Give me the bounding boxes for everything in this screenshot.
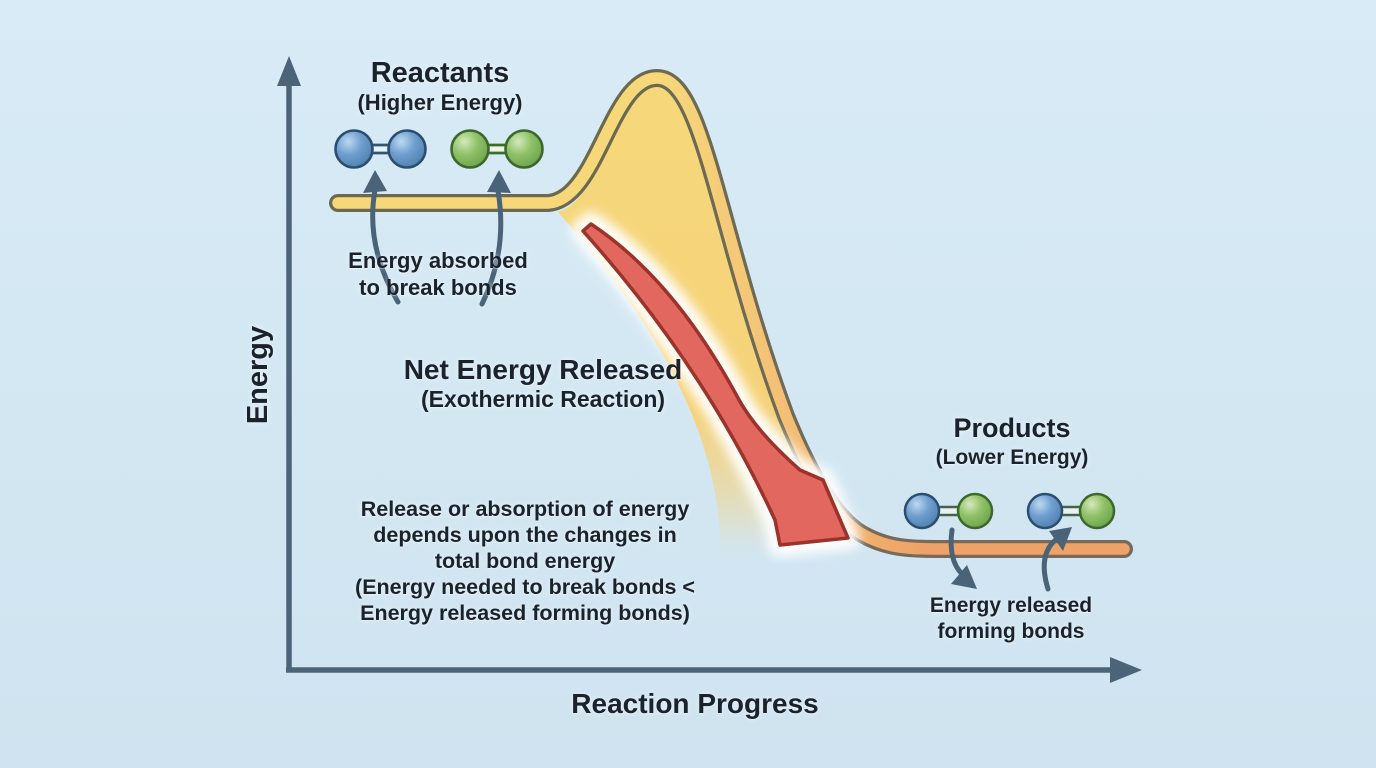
y-axis-label: Energy bbox=[241, 325, 274, 425]
bond-break-arrow-right bbox=[479, 170, 511, 307]
energy-curve-core bbox=[332, 72, 1130, 555]
y-axis bbox=[277, 56, 301, 670]
products-subtitle: (Lower Energy) bbox=[935, 446, 1089, 469]
bond-break-arrow-left bbox=[363, 170, 401, 305]
bond-form-arrow-down bbox=[948, 527, 977, 589]
arrow-up-icon bbox=[1049, 527, 1072, 551]
arrow-down-icon bbox=[951, 565, 977, 589]
explanation-text: Release or absorption of energy depends … bbox=[355, 497, 695, 625]
x-axis-arrow-icon bbox=[1110, 657, 1142, 683]
products-title: Products bbox=[953, 413, 1071, 443]
product-molecule-2 bbox=[1026, 492, 1116, 530]
energy-released-label: Energy released forming bonds bbox=[929, 594, 1093, 643]
energy-absorbed-label: Energy absorbed to break bonds bbox=[348, 248, 528, 300]
x-axis-label: Reaction Progress bbox=[571, 688, 819, 719]
reactant-molecule-blue bbox=[334, 129, 427, 169]
net-energy-subtitle: (Exothermic Reaction) bbox=[420, 386, 666, 412]
arrow-up-icon bbox=[363, 170, 387, 193]
reactants-title: Reactants bbox=[370, 57, 510, 89]
bond-form-arrow-up bbox=[1041, 527, 1072, 592]
y-axis-arrow-icon bbox=[277, 56, 301, 86]
arrow-up-icon bbox=[487, 170, 511, 193]
x-axis bbox=[286, 657, 1142, 683]
product-molecule-1 bbox=[903, 492, 994, 530]
net-energy-arrow bbox=[581, 222, 850, 547]
reactants-subtitle: (Higher Energy) bbox=[357, 90, 523, 115]
reactant-molecule-green bbox=[450, 129, 544, 169]
net-energy-title: Net Energy Released bbox=[403, 354, 683, 385]
